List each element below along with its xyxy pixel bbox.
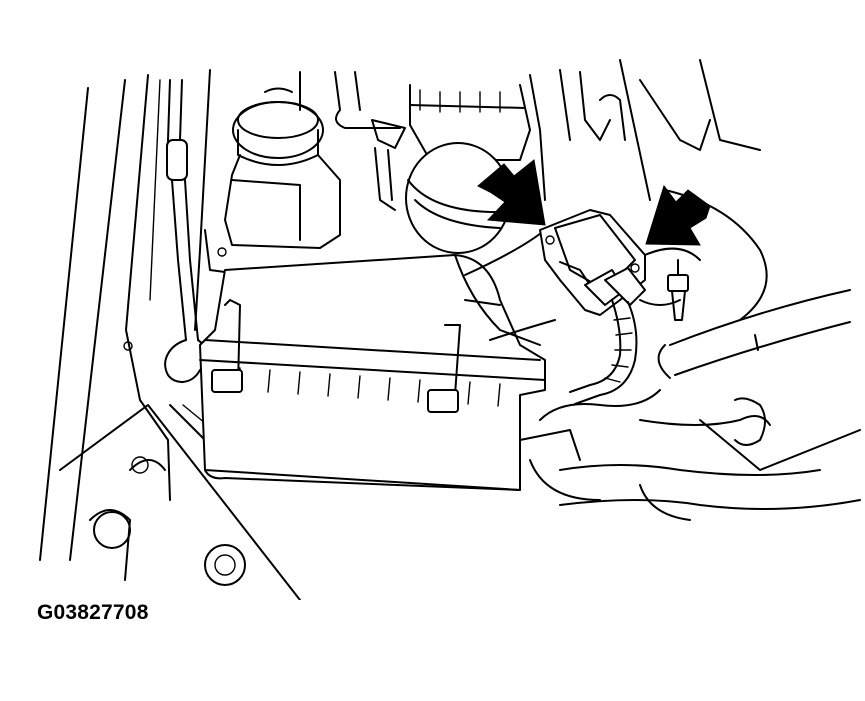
brake-line <box>164 79 208 383</box>
left-arrow <box>477 159 546 226</box>
lower-engine-block <box>89 456 246 586</box>
sensor-connector <box>539 209 701 405</box>
engine-bay-illustration <box>39 59 861 600</box>
right-hoses <box>559 289 861 521</box>
air-cleaner-box <box>199 254 546 491</box>
figure-id-label: G03827708 <box>37 601 149 624</box>
right-upper-bracket <box>619 59 768 321</box>
reservoir-tank <box>204 87 341 273</box>
intake-assembly <box>299 69 626 254</box>
right-arrow <box>645 184 711 246</box>
mounting-bolt <box>667 259 689 321</box>
left-fender-panel <box>39 69 301 600</box>
intake-duct <box>464 229 661 501</box>
